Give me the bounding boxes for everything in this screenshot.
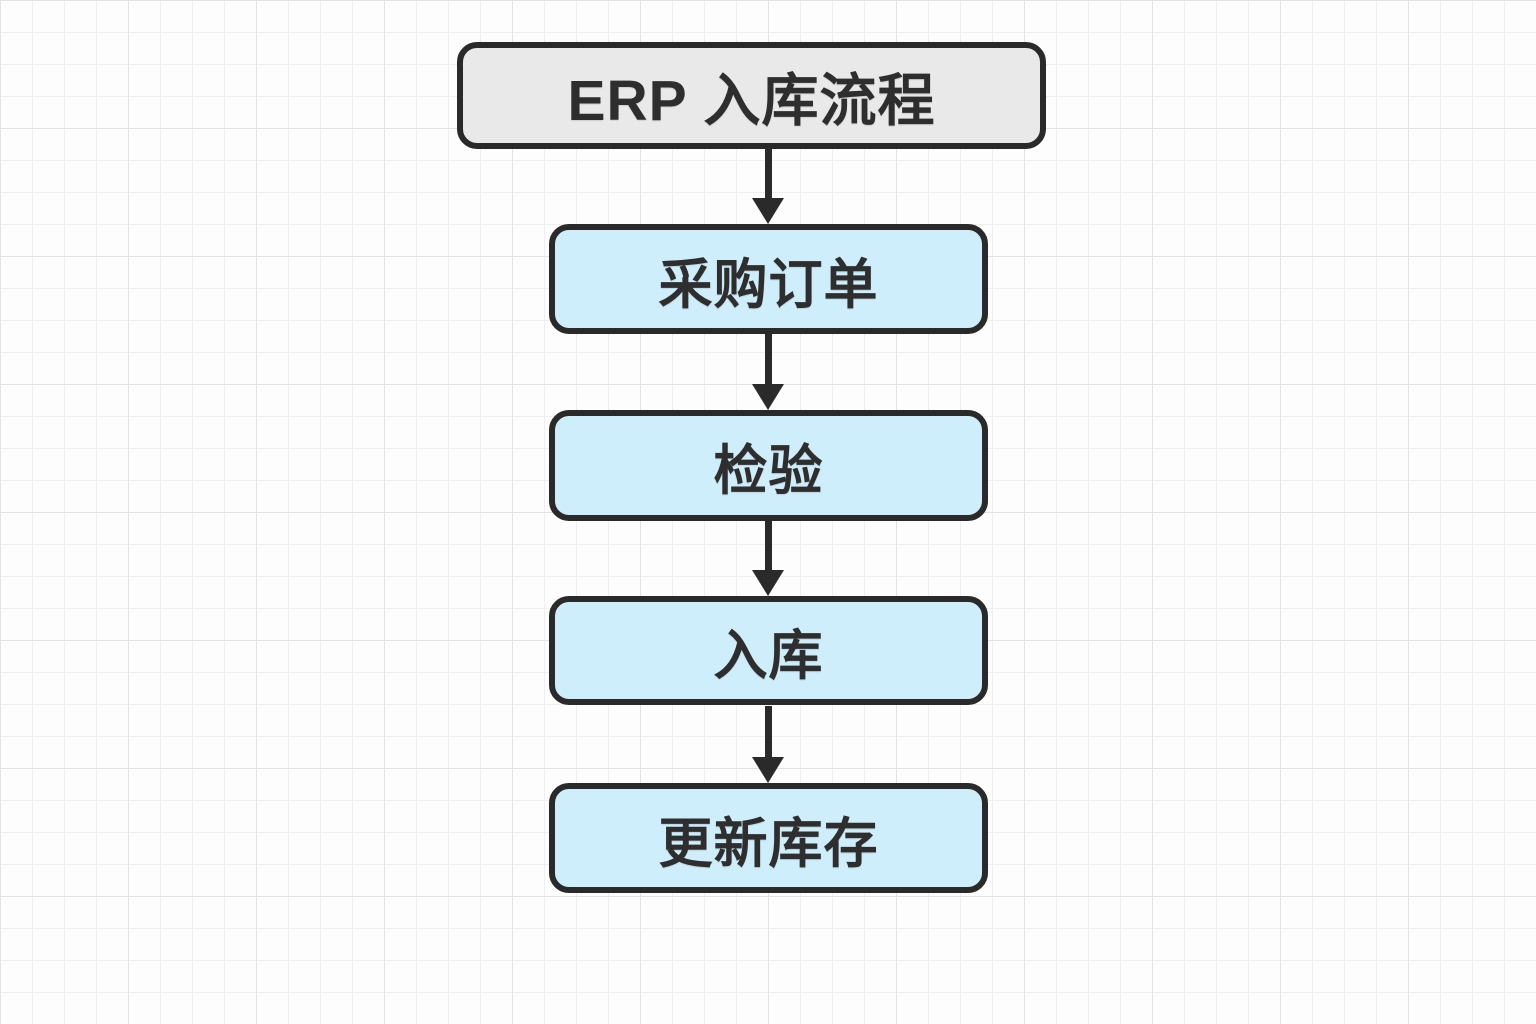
- arrow-head-icon: [752, 757, 784, 783]
- arrow-connector-1[interactable]: [752, 149, 784, 224]
- arrow-stem: [764, 334, 772, 384]
- node-inspection[interactable]: 检验: [549, 410, 988, 521]
- node-label: 采购订单: [658, 254, 879, 315]
- arrow-head-icon: [752, 384, 784, 410]
- node-erp-warehousing-process[interactable]: ERP 入库流程: [457, 42, 1046, 149]
- arrow-stem: [764, 149, 772, 198]
- arrow-connector-2[interactable]: [752, 334, 784, 410]
- node-update-inventory[interactable]: 更新库存: [549, 783, 988, 893]
- node-label: 检验: [713, 441, 824, 501]
- node-label: 更新库存: [658, 813, 879, 874]
- arrow-connector-4[interactable]: [752, 706, 784, 783]
- node-purchase-order[interactable]: 采购订单: [549, 224, 988, 334]
- arrow-head-icon: [752, 198, 784, 224]
- arrow-head-icon: [752, 570, 784, 596]
- arrow-connector-3[interactable]: [752, 521, 784, 596]
- node-label: 入库: [713, 626, 824, 686]
- arrow-stem: [764, 706, 772, 757]
- arrow-stem: [764, 521, 772, 570]
- node-warehousing[interactable]: 入库: [549, 596, 988, 705]
- node-label: ERP 入库流程: [567, 68, 936, 133]
